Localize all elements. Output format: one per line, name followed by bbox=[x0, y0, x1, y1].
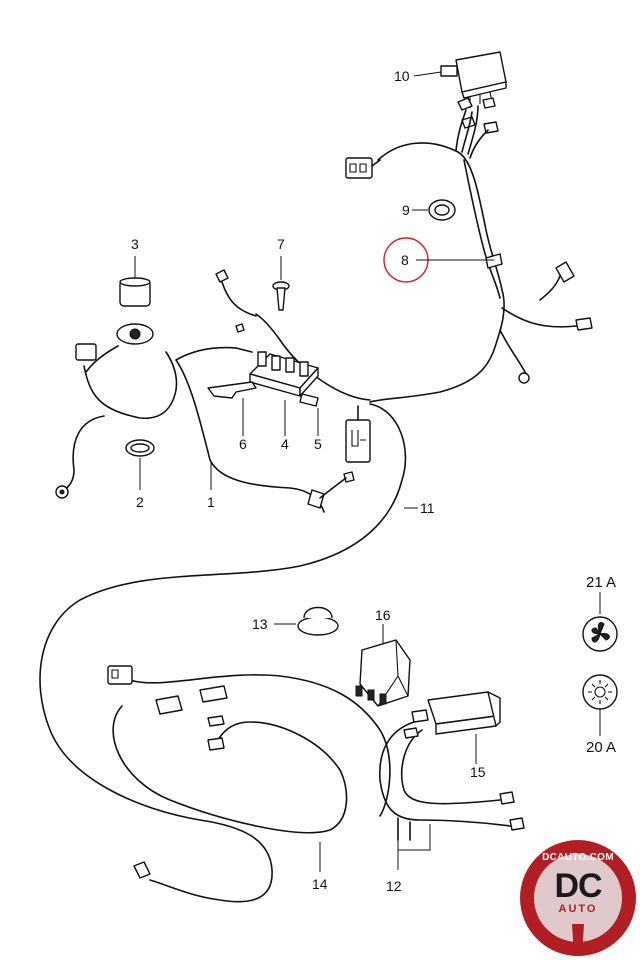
callout-13: 13 bbox=[252, 616, 268, 632]
part-13-socket bbox=[274, 606, 339, 636]
part-20a-light-symbol bbox=[582, 674, 618, 736]
part-15-switch bbox=[411, 691, 501, 764]
callout-6: 6 bbox=[239, 436, 247, 452]
logo-mark-text: DC bbox=[554, 867, 602, 905]
callout-16: 16 bbox=[375, 607, 391, 623]
callout-14: 14 bbox=[312, 876, 328, 892]
dcauto-logo-text: DCAUTO.COM DC AUTO bbox=[520, 840, 636, 956]
part-4-junction-block bbox=[215, 269, 319, 436]
part-5-fuse bbox=[299, 393, 319, 436]
logo-sub-text: AUTO bbox=[558, 903, 598, 915]
left-harness-wire bbox=[63, 345, 178, 491]
part-7-screw bbox=[272, 256, 290, 311]
callout-21a: 21 A bbox=[586, 574, 616, 591]
part-6-bracket bbox=[207, 381, 257, 436]
part-3-relay bbox=[116, 256, 154, 345]
logo-site-text: DCAUTO.COM bbox=[542, 852, 614, 863]
callout-5: 5 bbox=[314, 436, 322, 452]
part-11-loop-wire bbox=[39, 403, 407, 903]
part-2-clamp bbox=[125, 439, 155, 490]
part-21a-fan-symbol bbox=[582, 592, 618, 652]
callout-10: 10 bbox=[394, 68, 410, 84]
part-14-harness bbox=[112, 674, 391, 834]
callout-11: 11 bbox=[420, 500, 435, 516]
callout-7: 7 bbox=[277, 236, 285, 252]
callout-12: 12 bbox=[386, 878, 402, 894]
callout-2: 2 bbox=[136, 494, 144, 510]
callout-1: 1 bbox=[207, 494, 215, 510]
part-9-grommet bbox=[412, 199, 456, 221]
callout-9: 9 bbox=[402, 202, 410, 218]
callout-20a: 20 A bbox=[586, 739, 616, 756]
part-10-relay bbox=[413, 51, 507, 159]
callout-8: 8 bbox=[401, 252, 409, 268]
part-16-switch bbox=[355, 624, 411, 707]
part-1-wire bbox=[175, 346, 325, 513]
part-12-wires bbox=[379, 721, 511, 841]
callout-3: 3 bbox=[131, 236, 139, 252]
callout-15: 15 bbox=[470, 764, 486, 780]
callout-4: 4 bbox=[281, 436, 289, 452]
dcauto-logo bbox=[520, 840, 636, 956]
part-8-main-harness bbox=[255, 142, 593, 403]
